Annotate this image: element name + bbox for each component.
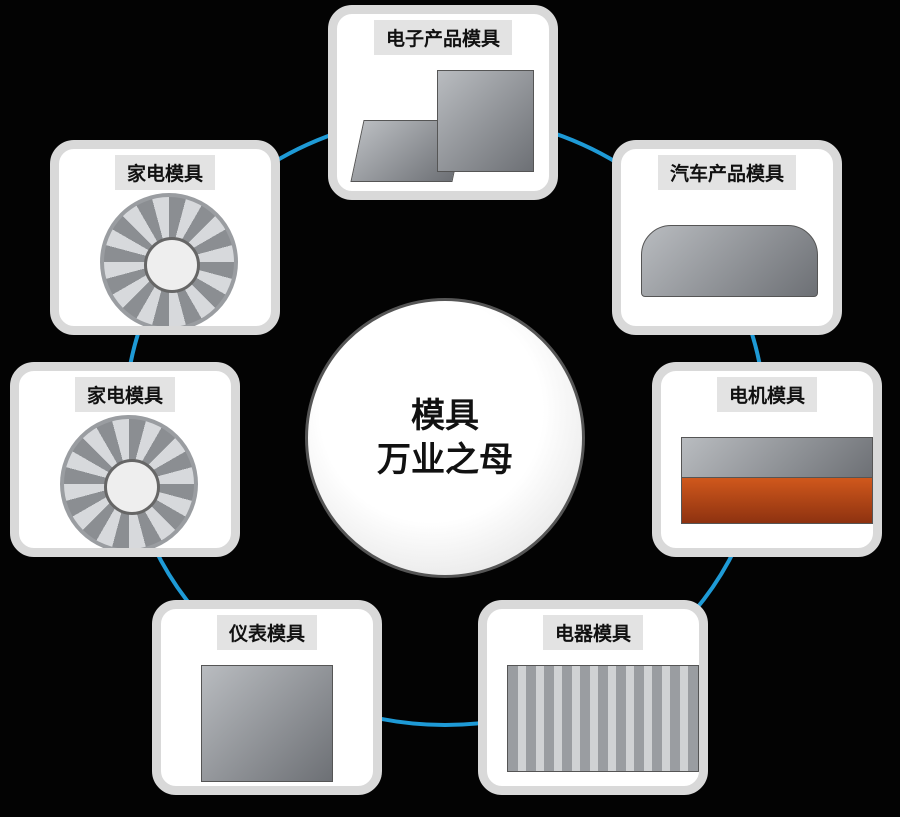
card-home-appliance-mold-upper: 家电模具 <box>50 140 280 335</box>
mold-image <box>681 417 873 538</box>
card-automotive-product-mold: 汽车产品模具 <box>612 140 842 335</box>
card-label: 电子产品模具 <box>373 20 513 55</box>
card-label: 电器模具 <box>542 615 644 650</box>
card-motor-mold: 电机模具 <box>652 362 882 557</box>
mold-image <box>39 414 211 548</box>
mold-image <box>350 60 534 182</box>
center-subtitle: 万业之母 <box>377 440 513 480</box>
card-label: 电机模具 <box>716 377 818 412</box>
mold-image <box>181 655 353 782</box>
mold-image <box>641 195 818 316</box>
card-instrument-mold: 仪表模具 <box>152 600 382 795</box>
mold-image <box>79 192 251 326</box>
card-label: 家电模具 <box>74 377 176 412</box>
card-home-appliance-mold-lower: 家电模具 <box>10 362 240 557</box>
center-title: 模具 <box>411 395 479 436</box>
card-electronic-product-mold: 电子产品模具 <box>328 5 558 200</box>
center-circle: 模具 万业之母 <box>305 298 585 578</box>
card-label: 汽车产品模具 <box>657 155 797 190</box>
mold-image <box>507 655 699 776</box>
card-label: 仪表模具 <box>216 615 318 650</box>
card-label: 家电模具 <box>114 155 216 190</box>
card-electrical-appliance-mold: 电器模具 <box>478 600 708 795</box>
